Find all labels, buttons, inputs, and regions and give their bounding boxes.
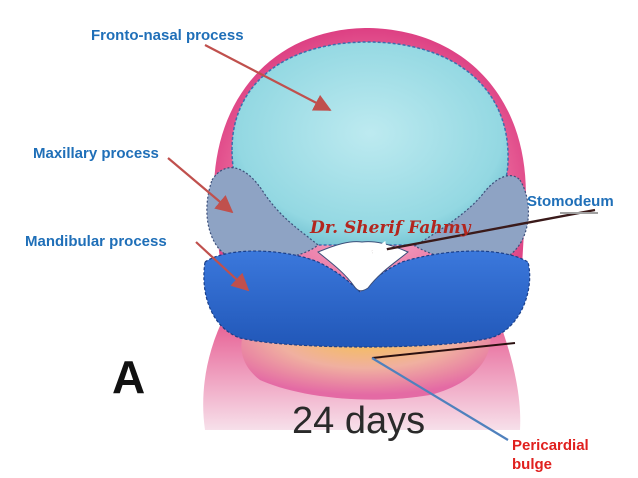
arrow-maxillary: [167, 157, 234, 214]
mandibular-process: [203, 250, 531, 348]
label-stomodeum: Stomodeum: [527, 193, 614, 210]
watermark-signature: Dr. Sherif Fahmy: [310, 218, 471, 238]
pericardial-leader-line: [371, 357, 509, 441]
maxillary-process-left: [206, 167, 319, 261]
arrow-mandibular: [195, 241, 250, 292]
age-caption: 24 days: [292, 400, 426, 442]
label-maxillary: Maxillary process: [33, 145, 159, 162]
label-mandibular: Mandibular process: [25, 233, 167, 250]
arrow-stomodeum: [370, 208, 596, 258]
maxillary-process-right: [413, 175, 529, 262]
pericardial-marker-line: [371, 342, 516, 359]
panel-letter: A: [112, 351, 146, 403]
label-pericardial: Pericardial bulge: [512, 437, 589, 473]
frontonasal-process: [231, 41, 509, 246]
arrow-fronto-nasal: [204, 44, 332, 111]
label-fronto-nasal: Fronto-nasal process: [91, 27, 244, 44]
